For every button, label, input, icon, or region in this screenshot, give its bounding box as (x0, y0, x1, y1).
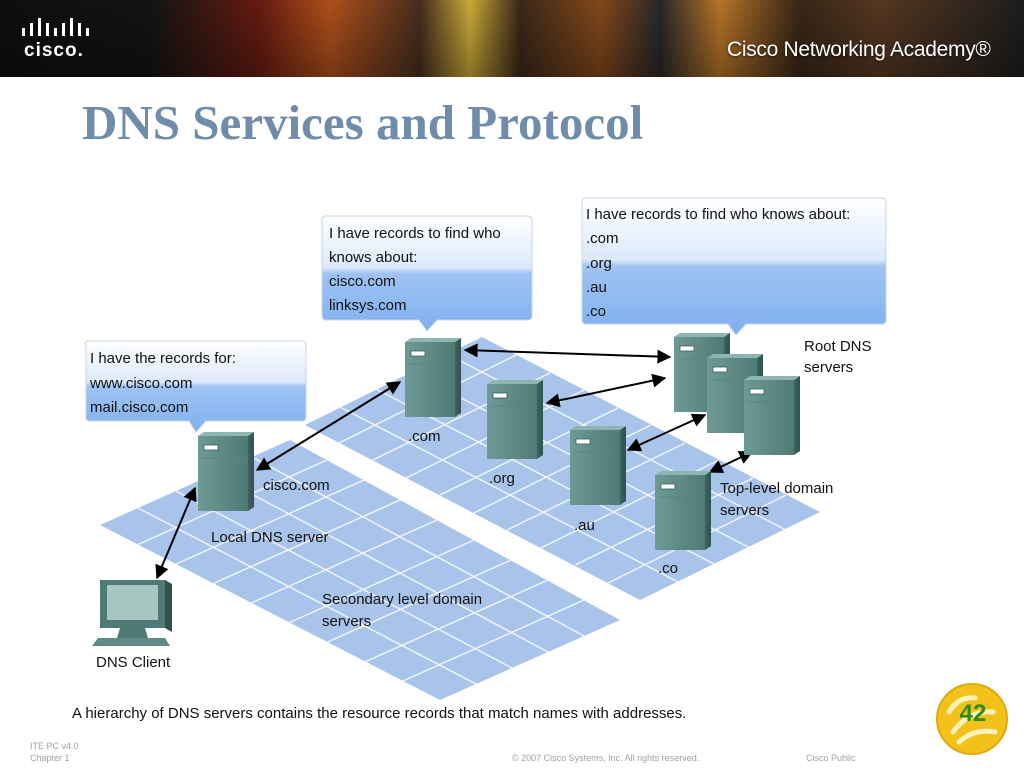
label-tld-line-1: Top-level domain (720, 480, 833, 497)
bubble-com-line-4: linksys.com (329, 297, 407, 314)
bubble-com-line-1: I have records to find who (329, 225, 501, 242)
dns-client-computer-icon (92, 580, 172, 646)
com-server-icon (405, 338, 461, 417)
label-dot-co: .co (658, 560, 678, 577)
bubble-root-line-4: .au (586, 279, 607, 296)
bubble-local-records: I have the records for: www.cisco.com ma… (84, 340, 307, 433)
diagram-caption: A hierarchy of DNS servers contains the … (72, 705, 687, 722)
bubble-local-line-3: mail.cisco.com (90, 399, 188, 416)
bubble-root-line-1: I have records to find who knows about: (586, 206, 850, 223)
slide-title: DNS Services and Protocol (82, 95, 644, 150)
bubble-com-line-3: cisco.com (329, 273, 396, 290)
local-dns-server-icon (198, 432, 254, 511)
arrow-co-root (708, 451, 754, 473)
label-cisco-com: cisco.com (263, 477, 330, 494)
cisco-bars-icon (22, 18, 89, 36)
footer-course: ITE PC v4.0 (30, 741, 79, 751)
bubble-local-line-2: www.cisco.com (89, 375, 193, 392)
footer-chapter: Chapter 1 (30, 753, 70, 763)
label-dot-com: .com (408, 428, 441, 445)
arrow-local-com (255, 381, 402, 471)
label-tld-line-2: servers (720, 502, 769, 519)
bubble-root-line-2: .com (586, 230, 619, 247)
bubble-local-line-1: I have the records for: (90, 350, 236, 367)
arrow-org-root (545, 373, 667, 408)
label-dns-client: DNS Client (96, 654, 171, 671)
bubble-com-line-2: knows about: (329, 249, 417, 266)
label-dot-org: .org (489, 470, 515, 487)
page-badge-icon (936, 683, 1008, 755)
root-server-3-icon (744, 376, 800, 455)
label-root-line-1: Root DNS (804, 338, 872, 355)
au-server-icon (570, 426, 626, 505)
bubble-root-records: I have records to find who knows about: … (581, 197, 887, 336)
server-layer (198, 333, 800, 550)
banner-shade (0, 0, 1024, 77)
arrow-com-root (463, 343, 672, 364)
footer-copyright: © 2007 Cisco Systems, Inc. All rights re… (512, 753, 700, 763)
arrow-au-root (626, 413, 707, 452)
academy-name: Cisco Networking Academy® (727, 38, 991, 61)
cisco-logo: cisco. (18, 14, 98, 64)
bubble-com-records: I have records to find who knows about: … (321, 215, 533, 332)
label-dot-au: .au (574, 517, 595, 534)
label-secondary-line-2: servers (322, 613, 371, 630)
cisco-wordmark: cisco. (24, 40, 84, 61)
arrow-client-local (155, 486, 197, 580)
org-server-icon (487, 380, 543, 459)
bubble-root-line-5: .co (586, 303, 606, 320)
header-banner: cisco. Cisco Networking Academy® (0, 0, 1024, 77)
bubble-root-line-3: .org (586, 255, 612, 272)
label-secondary-line-1: Secondary level domain (322, 591, 482, 608)
footer-classification: Cisco Public (806, 753, 856, 763)
page-number: 42 (959, 700, 987, 727)
co-server-icon (655, 471, 711, 550)
query-arrows (155, 343, 754, 580)
label-root-line-2: servers (804, 359, 853, 376)
label-local-dns-server: Local DNS server (211, 529, 329, 546)
